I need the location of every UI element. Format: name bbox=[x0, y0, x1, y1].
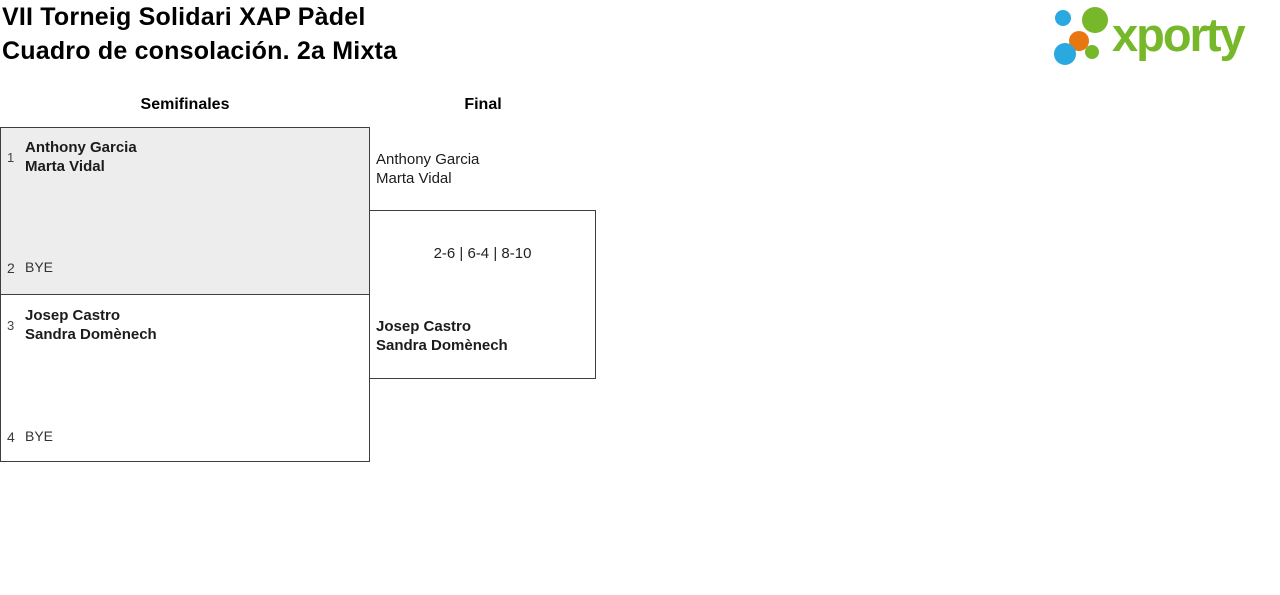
player-name: Marta Vidal bbox=[376, 170, 452, 187]
team-names: BYE bbox=[25, 258, 53, 277]
tournament-name: VII Torneig Solidari XAP Pàdel bbox=[2, 3, 366, 31]
seed-number: 1 bbox=[7, 149, 15, 165]
bye-label: BYE bbox=[25, 259, 54, 275]
team-names: BYE bbox=[25, 427, 53, 446]
seed-number: 4 bbox=[7, 428, 15, 445]
team-names: Anthony Garcia Marta Vidal bbox=[25, 138, 137, 176]
xporty-wordmark: xporty bbox=[1112, 8, 1246, 61]
team-slot-sf1-bottom: 2 BYE bbox=[7, 258, 53, 277]
xporty-logo[interactable]: xporty bbox=[1046, 3, 1246, 69]
team-names: Josep Castro Sandra Domènech bbox=[25, 306, 157, 344]
player-name: Sandra Domènech bbox=[376, 337, 508, 354]
team-slot-sf2-bottom: 4 BYE bbox=[7, 427, 53, 446]
seed-number: 3 bbox=[7, 317, 15, 333]
round-header-final: Final bbox=[464, 96, 502, 113]
page-title: VII Torneig Solidari XAP Pàdel Cuadro de… bbox=[2, 0, 397, 68]
player-name: Sandra Domènech bbox=[25, 326, 157, 343]
team-slot-final-top: Anthony Garcia Marta Vidal bbox=[376, 150, 479, 188]
player-name: Josep Castro bbox=[25, 307, 121, 324]
team-slot-sf2-top: 3 Josep Castro Sandra Domènech bbox=[7, 306, 157, 344]
draw-name: Cuadro de consolación. 2a Mixta bbox=[2, 37, 398, 65]
xporty-logo-dots-icon bbox=[1054, 7, 1108, 65]
player-name: Anthony Garcia bbox=[25, 139, 137, 156]
match-final[interactable] bbox=[369, 210, 596, 379]
team-slot-final-bottom: Josep Castro Sandra Domènech bbox=[376, 317, 508, 355]
round-header-semifinals: Semifinales bbox=[140, 96, 230, 113]
player-name: Marta Vidal bbox=[25, 158, 105, 175]
player-name: Josep Castro bbox=[376, 318, 472, 335]
bye-label: BYE bbox=[25, 428, 54, 444]
team-names: Josep Castro Sandra Domènech bbox=[376, 317, 508, 355]
player-name: Anthony Garcia bbox=[376, 151, 480, 168]
match-score: 2-6 | 6-4 | 8-10 bbox=[433, 245, 532, 262]
team-names: Anthony Garcia Marta Vidal bbox=[376, 150, 479, 188]
match-semifinal-2[interactable] bbox=[0, 294, 370, 462]
seed-number: 2 bbox=[7, 259, 15, 276]
team-slot-sf1-top: 1 Anthony Garcia Marta Vidal bbox=[7, 138, 137, 176]
